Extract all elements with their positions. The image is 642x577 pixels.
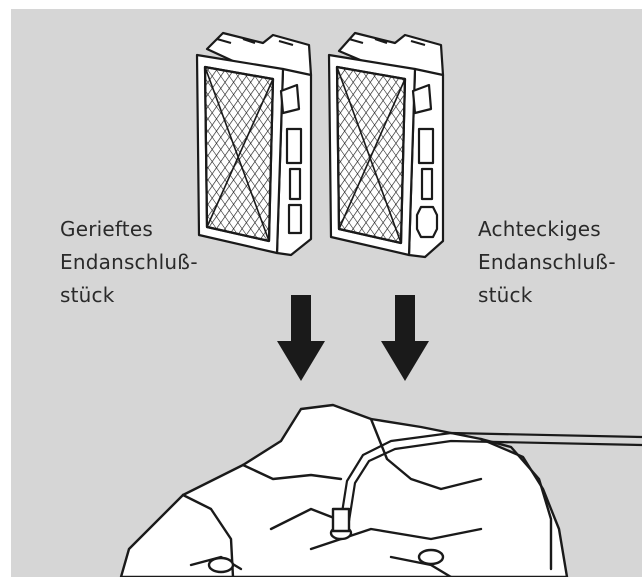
- caption-line: stück: [478, 279, 616, 312]
- octagonal-filter-cartridge-icon: [329, 33, 443, 257]
- caption-line: stück: [60, 279, 198, 312]
- caption-line: Endanschluß-: [60, 246, 198, 279]
- down-arrow-icon: [277, 295, 325, 381]
- label-octagonal-end-connector: Achteckiges Endanschluß- stück: [478, 213, 616, 312]
- caption-line: Achteckiges: [478, 213, 616, 246]
- caption-line: Gerieftes: [60, 213, 198, 246]
- ribbed-filter-cartridge-icon: [197, 33, 311, 255]
- pool-cleaner-robot-icon: [121, 405, 642, 577]
- caption-line: Endanschluß-: [478, 246, 616, 279]
- down-arrow-icon: [381, 295, 429, 381]
- label-ribbed-end-connector: Gerieftes Endanschluß- stück: [60, 213, 198, 312]
- diagram-panel: Gerieftes Endanschluß- stück Achteckiges…: [11, 9, 642, 577]
